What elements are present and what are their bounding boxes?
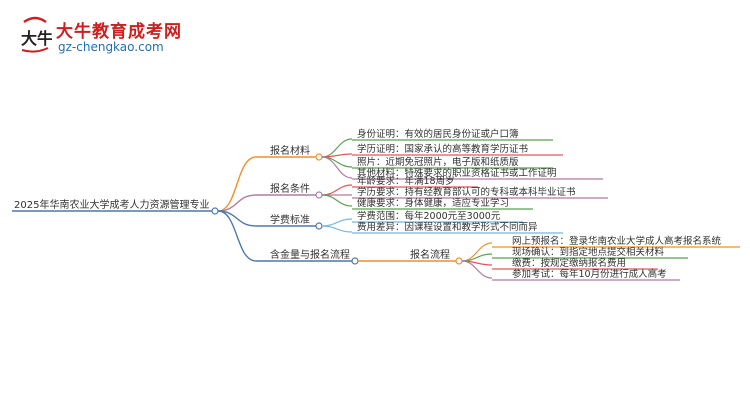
branch-materials: 报名材料 身份证明：有效的居民身份证或户口簿 学历证明：国家承认的高等教育学历证… xyxy=(256,128,603,180)
brand-title: 大牛教育成考网 xyxy=(56,22,182,42)
root-node: 2025年华南农业大学成考人力资源管理专业 xyxy=(12,198,219,215)
connector-line xyxy=(321,153,353,158)
connector-line xyxy=(321,225,353,233)
svg-text:大牛: 大牛 xyxy=(21,29,52,48)
leaf-item: 费用差异：因课程设置和教学形式不同而异 xyxy=(357,221,538,233)
branch-value-process: 含金量与报名流程 报名流程 网上预报名：登录华南农业大学成人高考报名系统 现场确… xyxy=(256,235,740,281)
branch-connector xyxy=(315,191,323,199)
connector-line xyxy=(321,194,353,207)
branch-label: 报名条件 xyxy=(270,182,310,195)
connector-line xyxy=(461,260,493,279)
leaf-item: 学费范围：每年2000元至3000元 xyxy=(357,210,501,222)
leaf-item: 年龄要求：年满18周岁 xyxy=(357,175,455,187)
leaf-item: 学历证明：国家承认的高等教育学历证书 xyxy=(357,143,529,155)
connector-line xyxy=(321,156,353,179)
connector-branch-3 xyxy=(217,210,257,262)
branch-connector xyxy=(315,153,323,161)
root-connector xyxy=(211,207,219,215)
brand-mark-icon: 大牛 xyxy=(21,16,52,53)
leaf-item: 现场确认：到指定地点提交相关材料 xyxy=(512,246,665,258)
connector-line xyxy=(321,218,353,227)
leaf-item: 健康要求：身体健康，适应专业学习 xyxy=(357,197,509,209)
branch-label: 报名材料 xyxy=(270,144,310,157)
branch-label: 含金量与报名流程 xyxy=(270,248,350,261)
leaf-item: 参加考试：每年10月份进行成人高考 xyxy=(512,268,667,280)
leaf-item: 缴费：按规定缴纳报名费用 xyxy=(512,257,626,269)
leaf-item: 身份证明：有效的居民身份证或户口簿 xyxy=(357,128,519,140)
connector-line xyxy=(321,156,353,168)
connector-line xyxy=(461,242,493,262)
root-label: 2025年华南农业大学成考人力资源管理专业 xyxy=(14,198,209,211)
sub-branch-connector xyxy=(455,257,463,265)
branch-conditions: 报名条件 年龄要求：年满18周岁 学历要求：持有经教育部认可的专科或本科毕业证书… xyxy=(256,175,608,210)
branch-fees: 学费标准 学费范围：每年2000元至3000元 费用差异：因课程设置和教学形式不… xyxy=(256,210,563,234)
leaf-item: 学历要求：持有经教育部认可的专科或本科毕业证书 xyxy=(357,186,576,198)
branch-label: 学费标准 xyxy=(270,213,310,226)
connector-branch-0 xyxy=(217,156,257,212)
leaf-item: 网上预报名：登录华南农业大学成人高考报名系统 xyxy=(512,235,722,247)
sub-branch-label: 报名流程 xyxy=(410,248,450,261)
leaf-item: 照片：近期免冠照片，电子版和纸质版 xyxy=(357,156,519,168)
brand-url: gz-chengkao.com xyxy=(58,40,164,54)
connector-branch-1 xyxy=(217,194,257,212)
leaf-item: 其他材料：特殊要求的职业资格证书或工作证明 xyxy=(357,167,557,179)
branch-connector xyxy=(351,257,359,265)
brand-logo: 大牛 大牛教育成考网 gz-chengkao.com xyxy=(18,14,198,58)
branch-connector xyxy=(315,222,323,230)
connector-line xyxy=(321,184,353,196)
